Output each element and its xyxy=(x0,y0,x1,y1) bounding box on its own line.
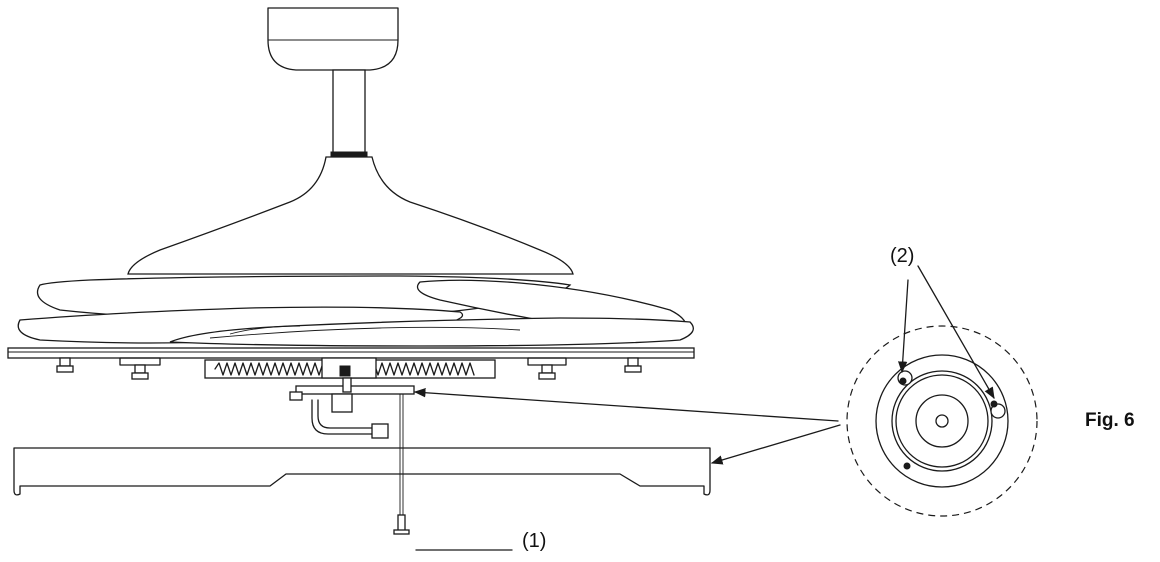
spring-mechanism xyxy=(204,357,496,379)
callout-1: (1) xyxy=(522,530,547,552)
canopy xyxy=(267,7,399,71)
leader-arrows xyxy=(413,388,841,465)
detail-view xyxy=(846,265,1038,517)
callout-2: (2) xyxy=(890,245,915,267)
screw-1 xyxy=(393,514,513,551)
light-bracket xyxy=(289,377,415,515)
plate-nuts xyxy=(56,357,642,380)
downrod xyxy=(330,69,368,158)
fan-blades xyxy=(17,275,694,347)
motor-housing xyxy=(127,156,574,275)
light-pan xyxy=(13,447,711,496)
figure-label: Fig. 6 xyxy=(1085,410,1135,431)
